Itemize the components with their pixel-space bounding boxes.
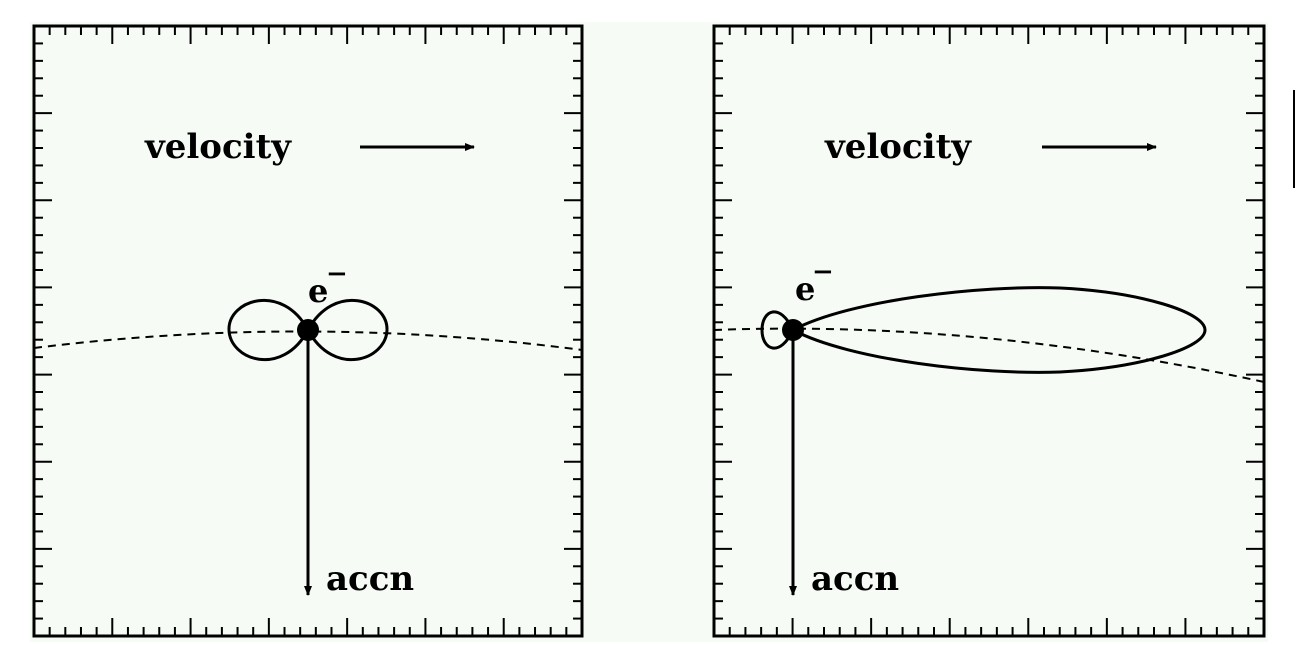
left-electron-dot [297, 319, 319, 341]
left-panel-ticks [34, 26, 582, 636]
right-backward-lobe [760, 310, 795, 350]
left-electron-label: e [308, 272, 328, 310]
right-panel: velocity e − accn [712, 24, 1266, 638]
right-velocity-label: velocity [824, 127, 972, 167]
left-panel: velocity e − accn [32, 24, 584, 638]
right-forward-beamed-lobe [789, 286, 1207, 374]
right-panel-frame [712, 24, 1266, 638]
right-acceleration-label: accn [811, 559, 899, 599]
right-electron-label: e [795, 270, 815, 308]
left-trajectory-dashed [33, 330, 583, 351]
left-velocity-label: velocity [144, 127, 292, 167]
left-acceleration-label: accn [326, 559, 414, 599]
right-panel-ticks [714, 26, 1264, 636]
right-charge-sign: − [812, 257, 834, 287]
left-charge-sign: − [326, 259, 348, 289]
right-electron-dot [782, 319, 804, 341]
